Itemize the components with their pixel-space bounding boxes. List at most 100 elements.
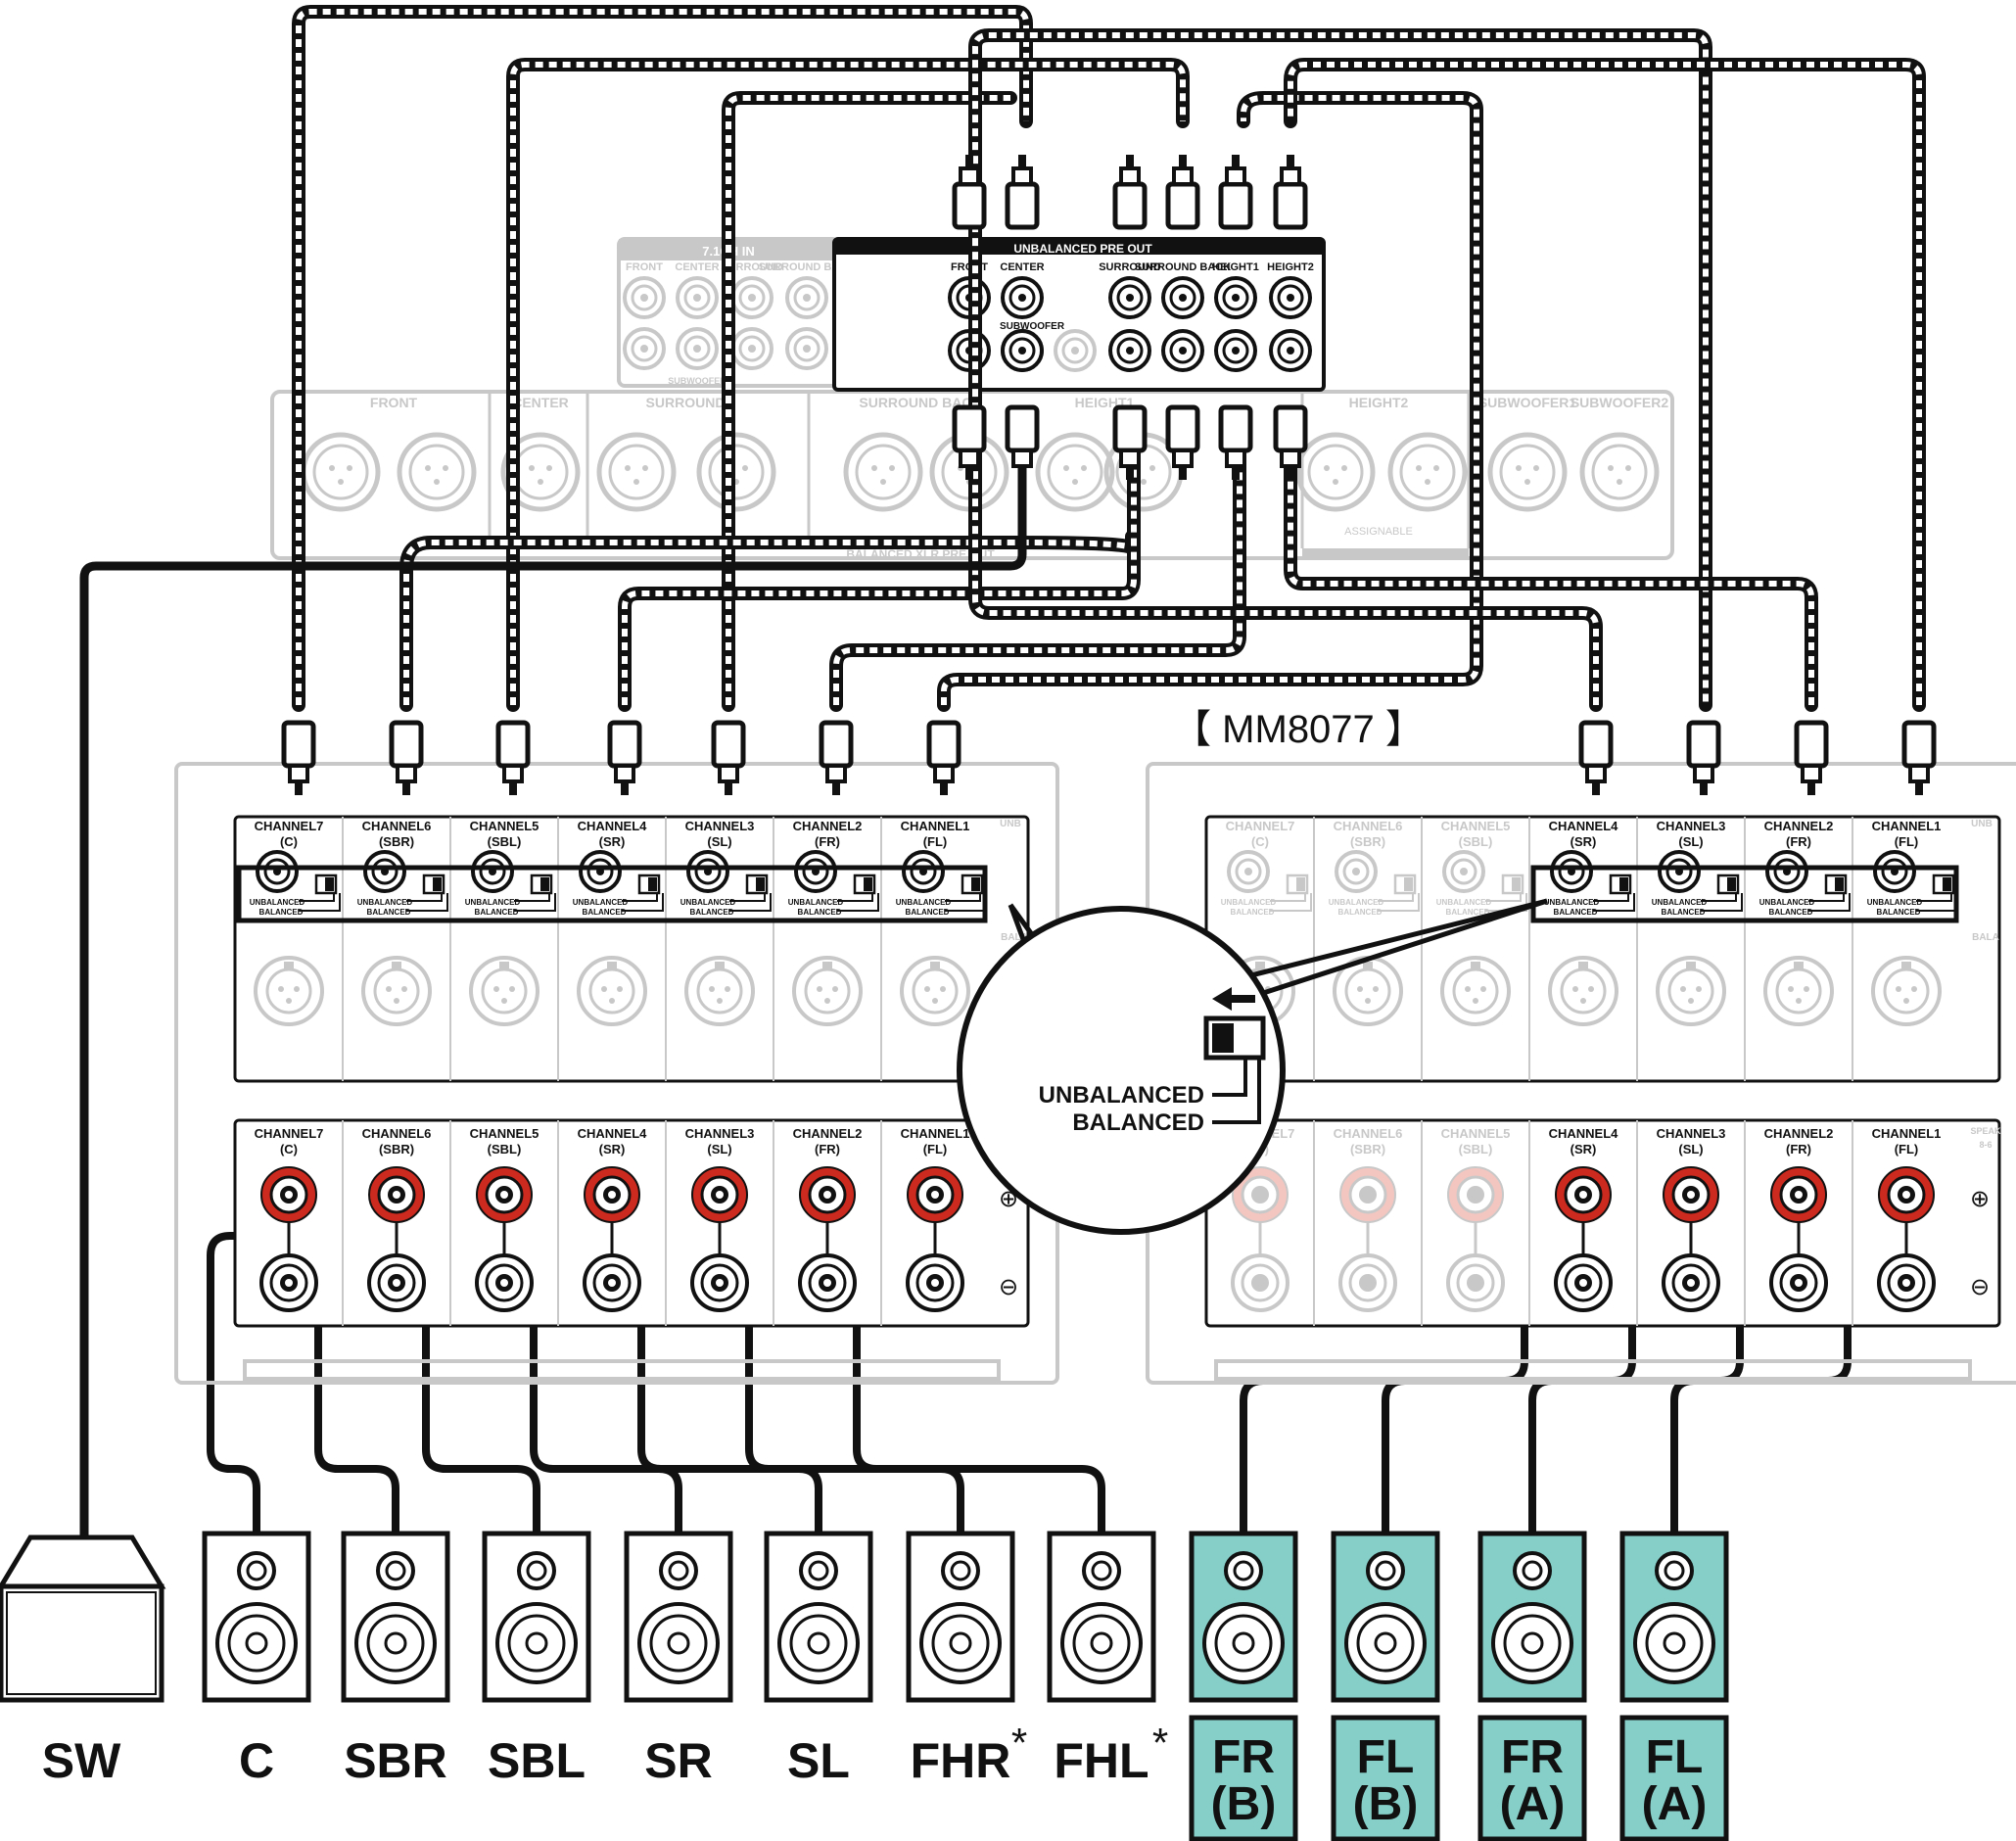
switch-unbalanced-label: UNBALANCED: [788, 898, 844, 907]
rca-input-jack-faint: [1442, 850, 1485, 893]
speaker-label: FHR: [911, 1733, 1011, 1788]
speaker-channel-label: CHANNEL3: [1657, 1126, 1726, 1141]
speaker-terminal-plus: [583, 1165, 641, 1224]
switch-unbalanced-label: UNBALANCED: [1544, 898, 1600, 907]
switch-unbalanced-label: UNBALANCED: [1867, 898, 1923, 907]
model-label: 【 MM8077 】: [1172, 708, 1425, 751]
rca-plug: [1221, 155, 1250, 227]
rca-input-jack: [1550, 850, 1593, 893]
speaker-fl-a: FL(A): [1619, 1531, 1729, 1841]
channel-sub-label: (C): [1251, 834, 1269, 849]
speaker-terminal-minus: [1662, 1253, 1720, 1312]
speaker-terminal-plus: [690, 1165, 749, 1224]
rca-plug: [1581, 723, 1611, 795]
minus-icon: ⊖: [1970, 1274, 1990, 1300]
rca-jack-faint: [676, 276, 719, 319]
xlr-label: SURROUND BACK: [859, 395, 981, 410]
rca-input-jack: [1873, 850, 1916, 893]
speaker-terminal-plus: [259, 1165, 318, 1224]
switch-unbalanced-label: UNBALANCED: [465, 898, 521, 907]
rca-input-jack: [902, 850, 945, 893]
speaker-channel-sub: (SBR): [1350, 1142, 1385, 1157]
rca-input-jack: [686, 850, 729, 893]
switch-balanced-label: BALANCED: [1338, 908, 1383, 917]
channel-label: CHANNEL5: [470, 819, 539, 833]
rca-plug: [1797, 723, 1826, 795]
cables: [79, 5, 1926, 1542]
channel-sub-label: (FR): [1786, 834, 1811, 849]
xlr-connector-faint: [846, 435, 920, 509]
balance-switch-icon: [1609, 873, 1632, 895]
speaker-label-2: (B): [1353, 1778, 1419, 1830]
amplifier-left: UNBBALASPEAK8-6⊕⊖CHANNEL7(C)UNBALANCEDBA…: [174, 762, 1059, 1385]
speaker-label: SBR: [344, 1733, 447, 1788]
preout-jack-label: HEIGHT1: [1212, 261, 1259, 273]
faded-jack-label: CENTER: [675, 261, 719, 273]
balance-switch-icon: [1716, 873, 1740, 895]
switch-zoom-callout: UNBALANCED BALANCED: [957, 898, 1548, 1235]
xlr-label: FRONT: [370, 395, 418, 410]
preout-jack-label: CENTER: [1000, 261, 1044, 273]
speaker-channel-label: CHANNEL5: [470, 1126, 539, 1141]
switch-unbalanced-label: UNBALANCED: [573, 898, 629, 907]
speaker-terminal-plus: [1662, 1165, 1720, 1224]
channel-sub-label: (SBR): [1350, 834, 1385, 849]
xlr-label: SUBWOOFER2: [1571, 395, 1669, 410]
rca-input-jack: [256, 850, 299, 893]
channel-label: CHANNEL6: [362, 819, 432, 833]
rca-jack-faint: [623, 327, 666, 370]
channel-label: CHANNEL7: [1226, 819, 1295, 833]
speaker-channel-label: CHANNEL4: [1549, 1126, 1619, 1141]
side-label-unbal: UNB: [1971, 819, 1993, 829]
preout-jack-label: HEIGHT2: [1267, 261, 1314, 273]
channel-label: CHANNEL1: [1872, 819, 1942, 833]
rca-jack: [1269, 329, 1312, 372]
xlr-connector-faint: [699, 435, 774, 509]
switch-unbalanced-label: UNBALANCED: [896, 898, 952, 907]
speaker-terminal-minus: [475, 1253, 534, 1312]
speaker-label: FR: [1212, 1731, 1275, 1783]
speaker-terminal-minus: [1338, 1253, 1397, 1312]
channel-sub-label: (FR): [815, 834, 840, 849]
xlr-label: CENTER: [512, 395, 569, 410]
balance-switch-icon: [1824, 873, 1848, 895]
rca-plug: [1008, 155, 1037, 227]
xlr-connector-faint: [599, 435, 674, 509]
switch-unbalanced-label: UNBALANCED: [1221, 898, 1277, 907]
amplifier-right: UNBBALASPEAK8-6⊕⊖CHANNEL7(C)UNBALANCEDBA…: [1146, 762, 2016, 1385]
unbalanced-pre-out-title: UNBALANCED PRE OUT: [1013, 242, 1152, 256]
speaker-fl-b: FL(B): [1331, 1531, 1440, 1841]
switch-unbalanced-label: UNBALANCED: [1436, 898, 1492, 907]
channel-sub-label: (SL): [1678, 834, 1703, 849]
speaker-label-2: (B): [1211, 1778, 1277, 1830]
balance-switch-icon: [745, 873, 769, 895]
speaker-label-2: (A): [1642, 1778, 1708, 1830]
balanced-pre-out-title: BALANCED XLR PRE OUT: [846, 547, 995, 561]
zoom-unbalanced-label: UNBALANCED: [1039, 1082, 1204, 1109]
speaker-terminal-minus: [1446, 1253, 1505, 1312]
rca-jack: [1214, 276, 1257, 319]
rca-jack-faint: [1054, 329, 1097, 372]
xlr-connector-faint: [1582, 435, 1657, 509]
xlr-label: SURROUND: [646, 395, 726, 410]
balance-switch-icon: [961, 873, 984, 895]
channel-label: CHANNEL4: [578, 819, 648, 833]
rca-jack-faint: [730, 327, 774, 370]
speaker-label: SW: [42, 1733, 121, 1788]
rca-plug: [610, 723, 639, 795]
speaker-channel-label: CHANNEL4: [578, 1126, 648, 1141]
channel-label: CHANNEL3: [685, 819, 755, 833]
speaker-channel-label: CHANNEL2: [793, 1126, 863, 1141]
arrow-left-icon: [1212, 987, 1255, 1011]
switch-balanced-label: BALANCED: [1769, 908, 1813, 917]
switch-unbalanced-label: UNBALANCED: [357, 898, 413, 907]
channel-sub-label: (SBL): [488, 834, 522, 849]
channel-sub-label: (FL): [1895, 834, 1919, 849]
channel-label: CHANNEL6: [1334, 819, 1403, 833]
speaker-terminal-plus: [1554, 1165, 1613, 1224]
rca-jack: [1161, 329, 1204, 372]
speaker-channel-sub: (SL): [1678, 1142, 1703, 1157]
switch-balanced-label: BALANCED: [583, 908, 627, 917]
rca-input-jack-faint: [1335, 850, 1378, 893]
